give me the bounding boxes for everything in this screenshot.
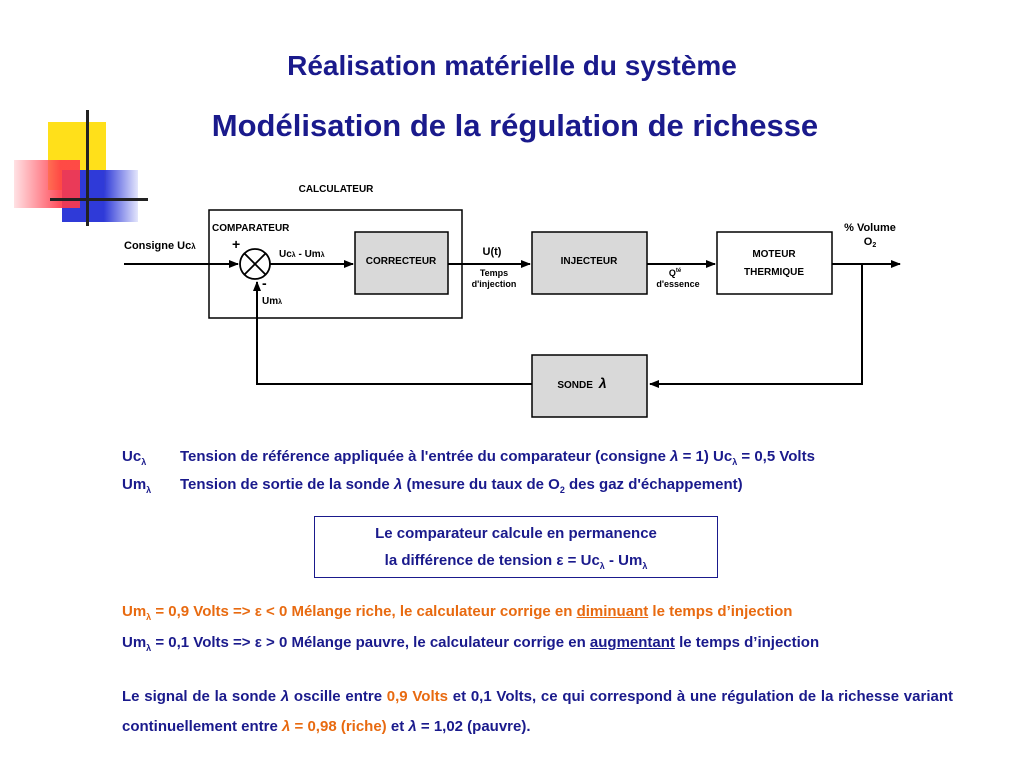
summary-paragraph: Le signal de la sonde λ oscille entre 0,… xyxy=(122,688,953,735)
note-line-2: la différence de tension ε = Ucλ - Umλ xyxy=(384,552,648,571)
block-diagram: CALCULATEUR COMPARATEUR Consigne Ucλ + -… xyxy=(124,184,901,418)
calculateur-label: CALCULATEUR xyxy=(299,184,375,195)
um-label: Umλ xyxy=(262,296,282,307)
horizontal-line xyxy=(50,198,148,201)
note-line-1: Le comparateur calcule en permanence xyxy=(375,525,657,542)
correcteur-label: CORRECTEUR xyxy=(366,256,437,267)
injecteur-block xyxy=(531,231,648,295)
minus-sign: - xyxy=(262,275,267,291)
injecteur-label: INJECTEUR xyxy=(561,256,618,267)
essence-label: d'essence xyxy=(656,279,699,289)
comparateur-label: COMPARATEUR xyxy=(212,223,290,234)
thermique-label: THERMIQUE xyxy=(744,267,804,278)
comparator-note-box: Le comparateur calcule en permanence la … xyxy=(314,516,718,578)
condition-rich: Umλ = 0,9 Volts => ε < 0 Mélange riche, … xyxy=(122,603,793,622)
plus-sign: + xyxy=(232,236,240,252)
vertical-line xyxy=(86,110,89,226)
difference-label: Ucλ - Umλ xyxy=(279,249,325,260)
u-label: U(t) xyxy=(483,246,502,258)
condition-lean: Umλ = 0,1 Volts => ε > 0 Mélange pauvre,… xyxy=(122,634,820,653)
feedback-line-out xyxy=(649,264,863,388)
volume-label: % Volume xyxy=(844,222,896,234)
injection-label: d'injection xyxy=(472,279,517,289)
um-symbol: Umλ xyxy=(122,476,152,495)
sonde-block xyxy=(531,354,648,418)
temps-label: Temps xyxy=(480,268,508,278)
consigne-label: Consigne Ucλ xyxy=(124,240,196,252)
comparator-symbol xyxy=(239,248,271,280)
uc-symbol: Ucλ xyxy=(122,448,147,467)
feedback-line-back xyxy=(253,281,532,385)
page-title: Réalisation matérielle du système xyxy=(287,50,737,81)
decorative-corner-graphic xyxy=(0,0,160,240)
page-subtitle: Modélisation de la régulation de richess… xyxy=(211,108,819,143)
q-label: Qté xyxy=(669,268,682,278)
o2-label: O2 xyxy=(864,236,877,249)
moteur-label: MOTEUR xyxy=(752,249,796,260)
moteur-block xyxy=(716,231,833,295)
